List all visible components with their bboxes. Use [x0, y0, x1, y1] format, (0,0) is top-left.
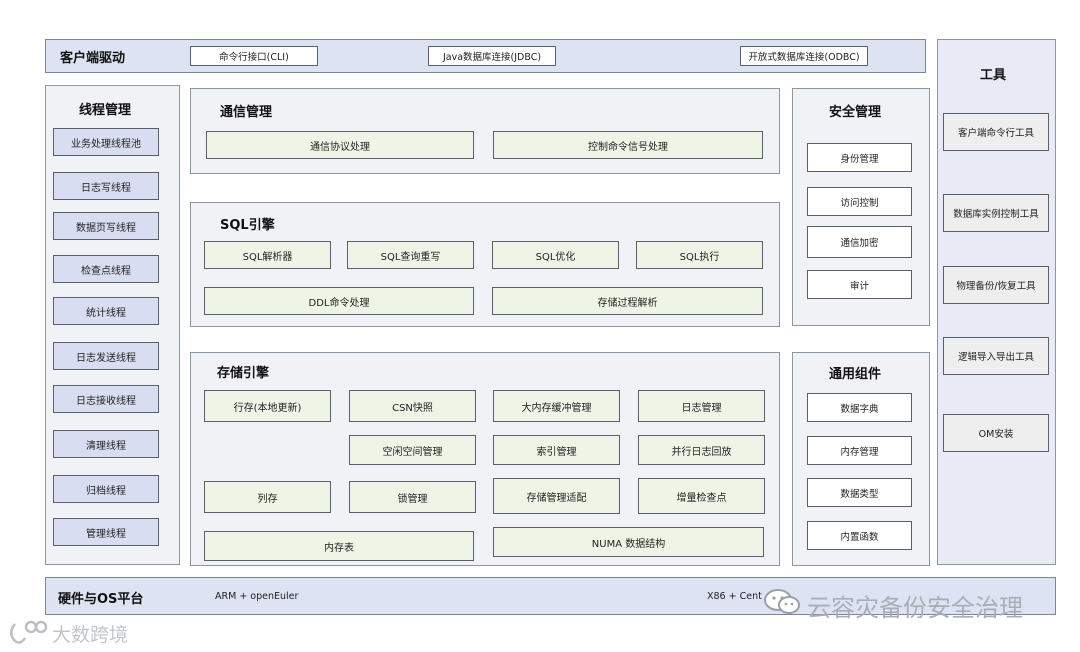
comm-mgmt-title: 通信管理: [220, 105, 273, 120]
incremental-checkpoint-box: 增量检查点: [638, 478, 765, 514]
storage-engine-title: 存储引擎: [217, 366, 270, 381]
lock-mgmt-box: 锁管理: [349, 481, 476, 513]
sql-optimize-box: SQL优化: [492, 241, 619, 269]
logo-mark-icon: [5, 618, 49, 648]
free-space-box: 空闲空间管理: [349, 435, 476, 465]
audit-box: 审计: [807, 270, 912, 299]
thread-item: 清理线程: [53, 430, 159, 458]
column-store-box: 列存: [204, 481, 331, 513]
arm-platform-label: ARM + openEuler: [215, 591, 299, 602]
comm-encryption-box: 通信加密: [807, 226, 912, 258]
common-components-title: 通用组件: [829, 367, 882, 382]
tool-import-export: 逻辑导入导出工具: [943, 337, 1049, 375]
comm-protocol-box: 通信协议处理: [206, 131, 474, 159]
wechat-icon: [762, 588, 802, 616]
identity-mgmt-box: 身份管理: [807, 143, 912, 172]
sql-parser-box: SQL解析器: [204, 241, 331, 269]
thread-item: 日志发送线程: [53, 342, 159, 370]
sql-engine-title: SQL引擎: [220, 218, 275, 233]
tool-instance-control: 数据库实例控制工具: [943, 194, 1049, 232]
numa-box: NUMA 数据结构: [493, 527, 764, 557]
stored-proc-box: 存储过程解析: [492, 287, 763, 315]
row-store-box: 行存(本地更新): [204, 390, 331, 422]
x86-platform-label: X86 + Cent: [707, 591, 762, 602]
data-types-box: 数据类型: [807, 478, 912, 507]
log-mgmt-box: 日志管理: [638, 390, 765, 422]
ddl-box: DDL命令处理: [204, 287, 474, 315]
thread-item: 数据页写线程: [53, 212, 159, 240]
access-control-box: 访问控制: [807, 187, 912, 216]
thread-item: 日志写线程: [53, 172, 159, 200]
thread-item: 管理线程: [53, 518, 159, 546]
wechat-watermark-text: 云容灾备份安全治理: [807, 594, 1023, 622]
control-signal-box: 控制命令信号处理: [493, 131, 763, 159]
buffer-mgmt-box: 大内存缓冲管理: [493, 390, 620, 422]
data-dictionary-box: 数据字典: [807, 393, 912, 422]
tools-title: 工具: [980, 68, 1007, 83]
builtin-functions-box: 内置函数: [807, 521, 912, 550]
thread-item: 业务处理线程池: [53, 128, 159, 156]
thread-item: 日志接收线程: [53, 385, 159, 413]
odbc-box: 开放式数据库连接(ODBC): [740, 46, 868, 66]
tool-cli: 客户端命令行工具: [943, 113, 1049, 151]
thread-item: 归档线程: [53, 475, 159, 503]
index-mgmt-box: 索引管理: [493, 435, 620, 465]
tool-backup-restore: 物理备份/恢复工具: [943, 266, 1049, 304]
cli-box: 命令行接口(CLI): [190, 46, 318, 66]
sql-rewrite-box: SQL查询重写: [347, 241, 474, 269]
jdbc-box: Java数据库连接(JDBC): [428, 46, 556, 66]
parallel-replay-box: 并行日志回放: [638, 435, 765, 465]
thread-mgmt-title: 线程管理: [79, 103, 132, 118]
storage-adapter-box: 存储管理适配: [493, 478, 620, 514]
platform-bar: [45, 577, 1056, 615]
tool-om-install: OM安装: [943, 414, 1049, 452]
thread-item: 统计线程: [53, 297, 159, 325]
client-driver-title: 客户端驱动: [60, 51, 126, 66]
memory-table-box: 内存表: [204, 531, 474, 561]
security-mgmt-title: 安全管理: [829, 105, 882, 120]
platform-title: 硬件与OS平台: [58, 592, 144, 607]
sql-execute-box: SQL执行: [636, 241, 763, 269]
bottom-left-watermark-text: 大数跨境: [52, 624, 129, 646]
csn-snapshot-box: CSN快照: [349, 390, 476, 422]
thread-item: 检查点线程: [53, 255, 159, 283]
memory-mgmt-box: 内存管理: [807, 436, 912, 465]
